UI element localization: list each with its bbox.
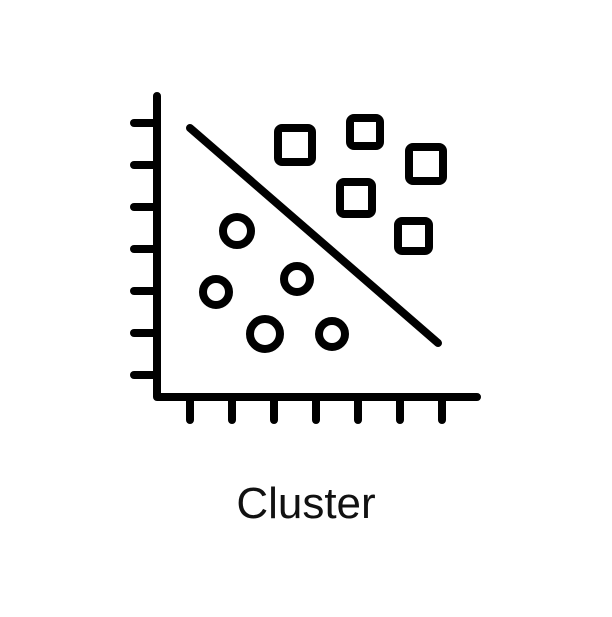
circle-cluster (199, 213, 349, 353)
square-cluster (274, 114, 447, 255)
square-point (346, 114, 384, 150)
circle-point (246, 315, 284, 353)
cluster-divider-line (186, 124, 442, 347)
circle-point (280, 262, 314, 296)
square-point (274, 124, 316, 166)
square-point (336, 178, 376, 218)
icon-caption: Cluster (236, 479, 376, 528)
circle-point (315, 317, 349, 351)
square-point (405, 143, 447, 185)
circle-point (199, 275, 233, 309)
circle-point (219, 213, 255, 249)
square-point (394, 217, 433, 255)
x-axis-ticks (186, 393, 446, 424)
y-axis-ticks (130, 119, 161, 379)
axes (153, 92, 481, 401)
